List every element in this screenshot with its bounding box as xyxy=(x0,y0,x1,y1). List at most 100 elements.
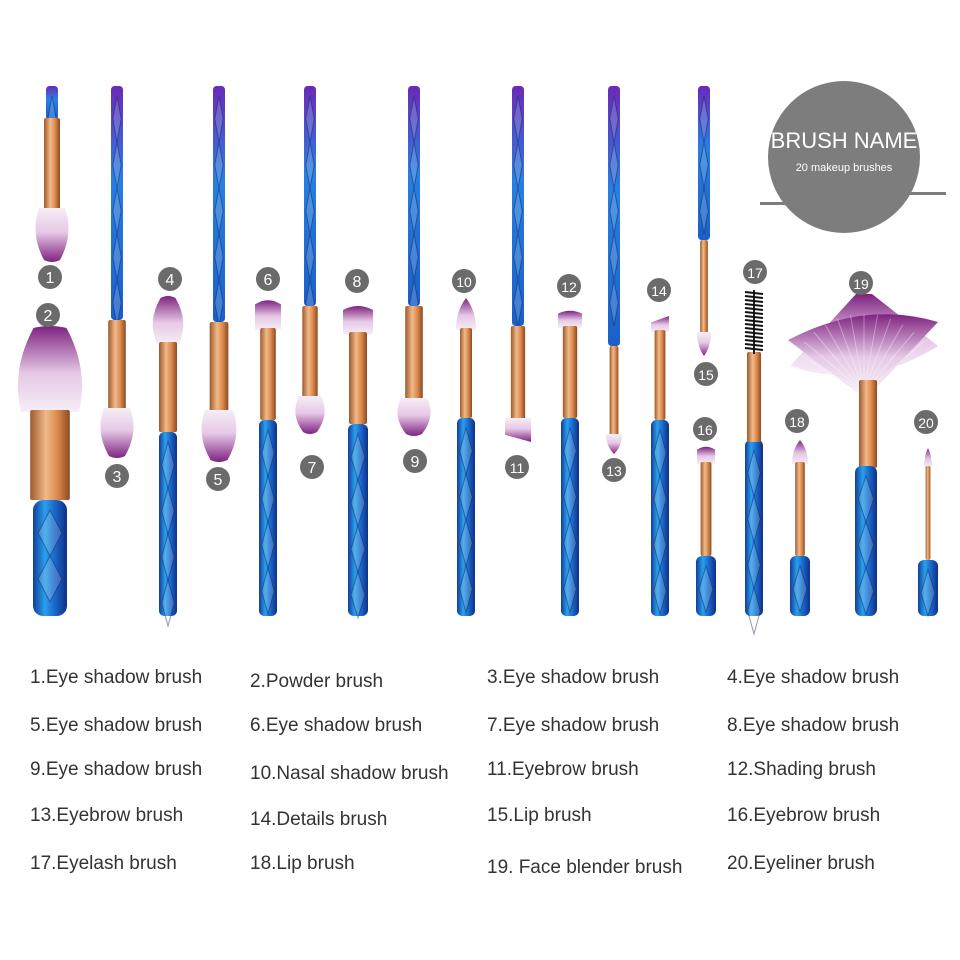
brush-bristles xyxy=(697,446,715,464)
brush-handle xyxy=(159,432,177,628)
number-label: 15 xyxy=(698,367,714,383)
list-item: 1.Eye shadow brush xyxy=(30,667,203,688)
brush-ferrule xyxy=(302,306,318,398)
list-item: 7.Eye shadow brush xyxy=(487,715,660,736)
number-label: 14 xyxy=(651,283,667,299)
number-badge xyxy=(158,267,182,291)
brush-ferrule xyxy=(700,240,708,334)
number-badge xyxy=(206,467,230,491)
number-label: 3 xyxy=(113,469,122,486)
spoolie-bristle xyxy=(744,291,764,295)
fan-strand xyxy=(803,341,865,393)
fan-strand xyxy=(824,324,865,393)
spoolie-bristle xyxy=(744,319,764,323)
number-badge xyxy=(105,464,129,488)
number-label: 17 xyxy=(747,265,763,281)
number-label: 13 xyxy=(606,463,622,479)
brush-bristles xyxy=(100,408,134,458)
brush-bristles xyxy=(456,298,476,330)
number-label: 4 xyxy=(166,272,175,289)
spoolie-bristle xyxy=(744,347,764,351)
brush-handle xyxy=(457,418,475,616)
spoolie-bristle xyxy=(744,315,764,319)
list-item: 16.Eyebrow brush xyxy=(727,805,881,826)
brush-bristles xyxy=(35,208,69,262)
brush-ferrule xyxy=(562,326,578,418)
badge-divider xyxy=(760,202,892,205)
list-item: 18.Lip brush xyxy=(250,853,355,874)
number-label: 7 xyxy=(308,460,317,477)
brush-bristles xyxy=(295,396,325,434)
brush-ferrule xyxy=(510,326,526,420)
brush-bristles xyxy=(606,434,622,454)
brush-handle xyxy=(348,424,368,620)
brush-ferrule xyxy=(349,332,367,424)
brush-ferrule xyxy=(260,328,276,420)
brush-handle xyxy=(790,556,810,616)
list-item: 14.Details brush xyxy=(250,809,388,830)
spoolie-bristle xyxy=(744,311,764,315)
spoolie-bristle xyxy=(744,295,764,299)
fan-strand xyxy=(849,315,865,393)
brush-name-badge xyxy=(768,81,920,233)
brush-handle xyxy=(512,86,524,327)
number-badge xyxy=(557,274,581,298)
spoolie-bristle xyxy=(744,303,764,307)
fan-bristles xyxy=(788,314,938,392)
number-label: 10 xyxy=(456,274,472,290)
brush-handle xyxy=(696,556,716,616)
number-label: 8 xyxy=(353,274,362,291)
brush-bristles xyxy=(697,332,711,356)
fan-strand xyxy=(863,315,879,393)
number-badge xyxy=(785,409,809,433)
list-item: 10.Nasal shadow brush xyxy=(250,763,449,784)
brush-bristles xyxy=(343,306,373,334)
number-badge xyxy=(403,449,427,473)
number-label: 16 xyxy=(697,422,713,438)
number-badge xyxy=(452,269,476,293)
number-badge xyxy=(693,417,717,441)
badge-title: BRUSH NAME xyxy=(770,128,918,153)
list-item: 13.Eyebrow brush xyxy=(30,805,184,826)
list-item: 5.Eye shadow brush xyxy=(30,715,203,736)
number-label: 12 xyxy=(561,279,577,295)
brush-ferrule xyxy=(460,328,472,418)
number-badge xyxy=(345,269,369,293)
brush-handle xyxy=(304,86,316,327)
list-item: 8.Eye shadow brush xyxy=(727,715,900,736)
spoolie-bristle xyxy=(744,343,764,347)
number-label: 19 xyxy=(853,276,869,292)
list-item: 6.Eye shadow brush xyxy=(250,715,423,736)
number-badge xyxy=(602,458,626,482)
brush-handle xyxy=(745,440,763,636)
brush-ferrule xyxy=(44,118,60,210)
fan-strand xyxy=(863,318,892,393)
brush-ferrule xyxy=(159,342,177,432)
fan-strand xyxy=(790,364,865,393)
list-item: 20.Eyeliner brush xyxy=(727,853,875,874)
badge-subtitle: 20 makeup brushes xyxy=(795,162,893,174)
brush-handle xyxy=(918,560,938,618)
brush-bristles xyxy=(397,398,431,436)
brush-bristles xyxy=(651,316,669,332)
spoolie-bristle xyxy=(744,307,764,311)
list-item: 11.Eyebrow brush xyxy=(487,759,639,780)
list-item: 9.Eye shadow brush xyxy=(30,759,203,780)
brush-bristles xyxy=(558,310,582,328)
list-item: 19. Face blender brush xyxy=(487,857,683,878)
brush-ferrule xyxy=(30,410,70,500)
brush-ferrule xyxy=(209,322,229,412)
brush-handle xyxy=(855,466,877,616)
brush-ferrule xyxy=(609,346,619,436)
number-label: 11 xyxy=(510,460,525,476)
fan-strand xyxy=(796,352,865,393)
brush-bristles xyxy=(201,410,237,462)
brush-handle xyxy=(259,420,277,616)
brush-bristles xyxy=(792,440,808,464)
badge-divider xyxy=(790,192,946,195)
brush-handle xyxy=(408,86,420,327)
fan-strand xyxy=(836,318,865,393)
spoolie-bristle xyxy=(744,335,764,339)
list-item: 3.Eye shadow brush xyxy=(487,667,660,688)
number-badge xyxy=(743,260,767,284)
